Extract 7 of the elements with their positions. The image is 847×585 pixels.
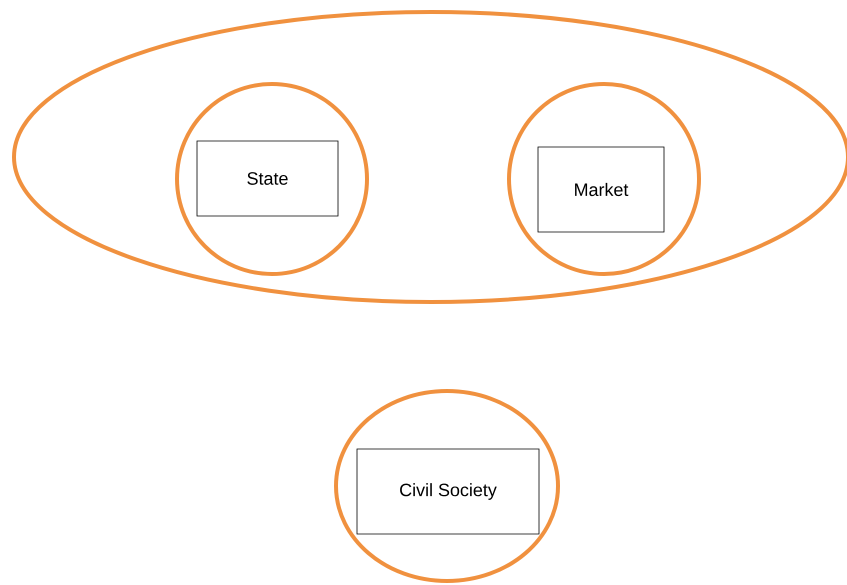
text-box: Civil Society <box>356 448 540 534</box>
oval-outline <box>12 10 847 304</box>
text-box: State <box>196 140 338 216</box>
circle-outline <box>507 82 701 276</box>
oval-outline <box>334 389 560 583</box>
circle-outline <box>175 82 369 276</box>
text-box: Market <box>538 146 664 232</box>
